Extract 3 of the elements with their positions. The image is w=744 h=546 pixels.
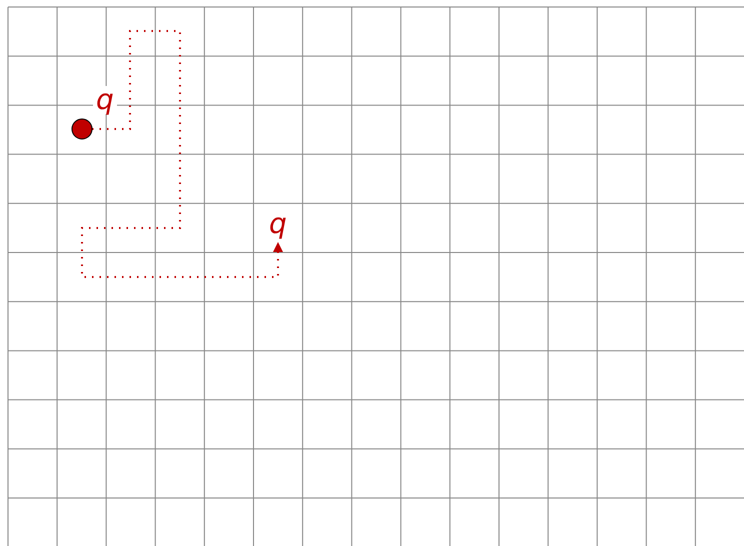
dotted-arrow (81, 30, 283, 278)
dot-marker (72, 118, 92, 140)
variable-label: q (93, 86, 117, 114)
